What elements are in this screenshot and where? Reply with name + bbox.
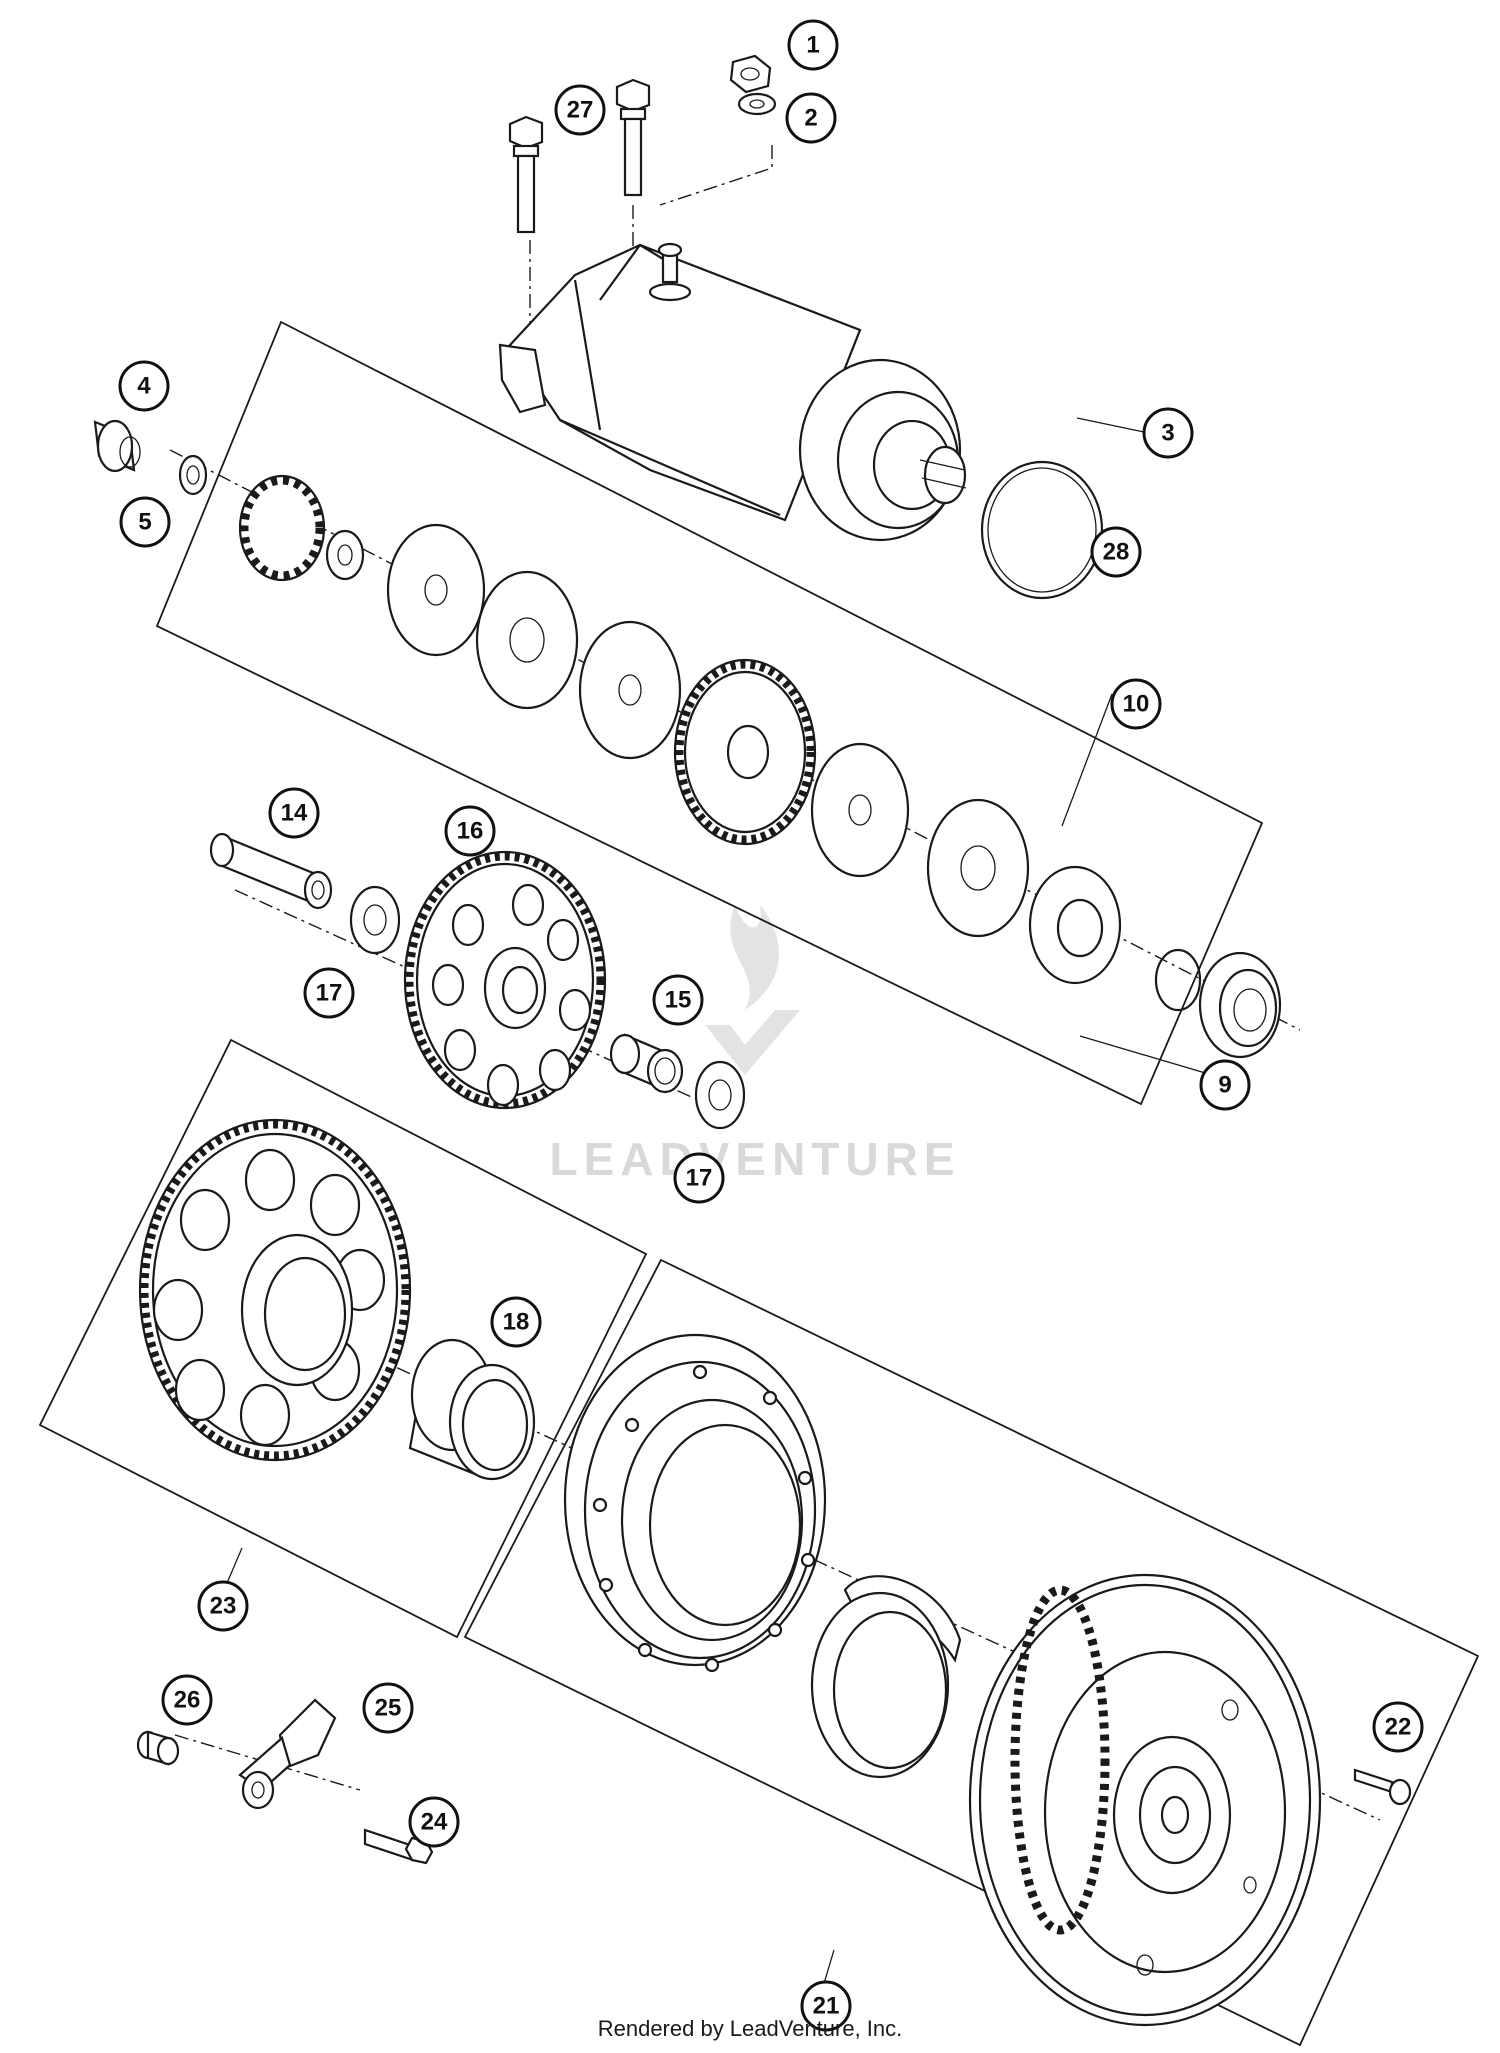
svg-text:16: 16 xyxy=(457,818,484,845)
callout-26: 26 xyxy=(161,1674,213,1726)
bracket-group-21 xyxy=(463,1258,1480,2047)
svg-text:17: 17 xyxy=(686,1165,713,1192)
idler-gear xyxy=(673,658,817,846)
svg-text:3: 3 xyxy=(1161,420,1174,447)
o-ring-part-28 xyxy=(980,460,1104,600)
thrust-washer-part-17-upper xyxy=(349,885,401,955)
svg-text:22: 22 xyxy=(1385,1714,1412,1741)
lock-washer-1 xyxy=(475,570,579,710)
callout-9: 9 xyxy=(1199,1059,1251,1111)
callout-24: 24 xyxy=(408,1796,460,1848)
washer-part-5 xyxy=(178,454,208,496)
flywheel-rotor xyxy=(968,1573,1322,2027)
callout-5: 5 xyxy=(119,496,171,548)
svg-text:9: 9 xyxy=(1218,1072,1231,1099)
svg-text:26: 26 xyxy=(174,1687,201,1714)
svg-text:17: 17 xyxy=(316,980,343,1007)
bracket-group-23 xyxy=(38,1038,648,1639)
svg-text:18: 18 xyxy=(503,1309,530,1336)
thrust-washer-part-17-lower xyxy=(694,1060,746,1130)
watermark: LEADVENTURE xyxy=(549,905,960,1185)
lever-part-25 xyxy=(238,1698,337,1810)
bushing-part-4 xyxy=(93,419,141,473)
callout-27: 27 xyxy=(554,84,606,136)
svg-text:24: 24 xyxy=(421,1809,448,1836)
bolt-part-22 xyxy=(1353,1768,1412,1806)
callout-10: 10 xyxy=(1110,678,1162,730)
washer-part-2 xyxy=(737,92,777,116)
callout-1: 1 xyxy=(787,19,839,71)
svg-text:4: 4 xyxy=(137,373,151,400)
callout-15: 15 xyxy=(652,974,704,1026)
bracket-group-10 xyxy=(155,320,1264,1106)
svg-text:10: 10 xyxy=(1123,691,1150,718)
bolt-part-27-left xyxy=(508,115,544,234)
nut-part-1 xyxy=(729,54,772,94)
callout-25: 25 xyxy=(362,1682,414,1734)
callout-23: 23 xyxy=(197,1580,249,1632)
svg-text:14: 14 xyxy=(281,800,308,827)
washer-large-1 xyxy=(386,523,486,657)
callout-3: 3 xyxy=(1142,407,1194,459)
bearing-part-9 xyxy=(1198,951,1282,1059)
callout-22: 22 xyxy=(1372,1701,1424,1753)
washer-large-2 xyxy=(578,620,682,760)
gear-part-16 xyxy=(403,850,607,1110)
sleeve-part-15 xyxy=(609,1033,684,1094)
svg-text:1: 1 xyxy=(806,32,819,59)
lock-washer-2 xyxy=(926,798,1030,938)
svg-text:2: 2 xyxy=(804,105,817,132)
circlip xyxy=(1154,948,1202,1012)
callout-18: 18 xyxy=(490,1296,542,1348)
callout-4: 4 xyxy=(118,360,170,412)
callout-2: 2 xyxy=(785,92,837,144)
callout-14: 14 xyxy=(268,787,320,839)
svg-text:25: 25 xyxy=(375,1695,402,1722)
callout-28: 28 xyxy=(1090,526,1142,578)
svg-text:5: 5 xyxy=(138,509,151,536)
svg-text:15: 15 xyxy=(665,987,692,1014)
washer-large-3 xyxy=(810,742,910,878)
freewheel-housing xyxy=(563,1333,827,1673)
callout-21: 21 xyxy=(800,1980,852,2032)
starter-motor-part-3 xyxy=(498,242,967,542)
spacer-part-26 xyxy=(136,1730,180,1766)
watermark-text: LEADVENTURE xyxy=(549,1133,960,1185)
svg-text:21: 21 xyxy=(813,1993,840,2020)
bolt-part-27-right xyxy=(615,78,651,197)
svg-text:28: 28 xyxy=(1103,539,1130,566)
starter-gear-part-23 xyxy=(138,1118,412,1462)
callout-17-upper: 17 xyxy=(303,967,355,1019)
race-part-18 xyxy=(408,1338,536,1481)
callout-16: 16 xyxy=(444,805,496,857)
shaft-part-14 xyxy=(209,832,333,910)
svg-text:23: 23 xyxy=(210,1593,237,1620)
washer-large-4 xyxy=(1028,865,1122,985)
freewheel-ring xyxy=(810,1575,962,1779)
callout-17-lower: 17 xyxy=(673,1152,725,1204)
svg-text:27: 27 xyxy=(567,97,594,124)
pinion-gear xyxy=(238,474,365,582)
footer-credit: Rendered by LeadVenture, Inc. xyxy=(597,2016,903,2041)
